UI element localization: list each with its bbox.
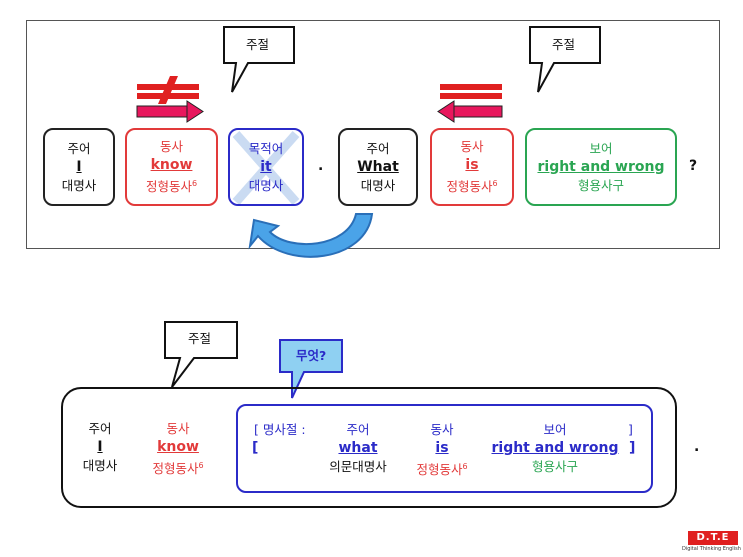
word-label: know	[157, 439, 199, 455]
box-verb-know: 동사 know 정형동사6	[125, 128, 218, 206]
role-label: 주어	[67, 140, 91, 156]
role-label: 동사	[159, 138, 183, 154]
type-label: 대명사	[61, 177, 97, 193]
box-verb-is: 동사 is 정형동사6	[430, 128, 514, 206]
sentence-frame	[61, 387, 677, 508]
word-label: is	[465, 156, 479, 173]
bars-right	[440, 84, 502, 99]
period-top: .	[318, 158, 324, 174]
type-label: 대명사	[360, 177, 396, 193]
type-label: 정형동사6	[446, 178, 498, 195]
strike-bars-left	[137, 76, 199, 104]
type-label: 대명사	[82, 458, 118, 473]
type-label: 형용사구	[531, 459, 578, 474]
role-label: 보어	[543, 422, 567, 437]
bubble-question-text: 무엇?	[296, 348, 327, 363]
curved-arrow-blue	[248, 213, 374, 258]
word-label: right and wrong	[537, 158, 665, 175]
box-complement: 보어 right and wrong 형용사구	[525, 128, 677, 206]
role-label: 동사	[430, 422, 454, 437]
word-label: what	[338, 440, 378, 456]
bubble-bottom-text: 주절	[188, 331, 212, 346]
clause-label-close: ]	[628, 422, 633, 437]
clause-label: [ 명사절 :	[254, 422, 306, 437]
dte-logo: D.T.E	[688, 531, 738, 545]
bracket-open: [	[252, 440, 259, 456]
top-panel	[26, 20, 720, 249]
bubble-right-text: 주절	[552, 37, 576, 52]
noun-clause-box	[236, 404, 653, 493]
role-label: 동사	[166, 421, 190, 436]
speech-bubble-bottom	[164, 321, 238, 388]
type-label: 정형동사6	[152, 461, 204, 477]
bracket-close: ]	[629, 440, 636, 456]
type-label: 대명사	[248, 177, 284, 193]
arrow-left-pink	[437, 100, 503, 123]
speech-bubble-question	[279, 339, 343, 399]
word-label: right and wrong	[491, 440, 619, 456]
role-label: 주어	[366, 140, 390, 156]
role-label: 목적어	[248, 140, 284, 156]
clause-verb: 동사 is 정형동사6	[404, 421, 480, 479]
speech-bubble-right	[529, 26, 601, 93]
role-label: 주어	[346, 422, 370, 437]
period-bottom: .	[694, 439, 700, 455]
bottom-verb: 동사 know 정형동사6	[140, 420, 216, 478]
type-label: 형용사구	[577, 177, 624, 193]
clause-complement: 보어 right and wrong 형용사구	[488, 421, 622, 476]
cross-mark	[232, 131, 300, 205]
box-subject-what: 주어 What 대명사	[338, 128, 418, 206]
word-label: know	[150, 156, 193, 173]
word-label: it	[260, 158, 272, 175]
logo-mark: D.T.E	[696, 532, 730, 543]
box-subject-i: 주어 I 대명사	[43, 128, 115, 206]
word-label: is	[435, 440, 449, 456]
clause-subject: 주어 what 의문대명사	[316, 421, 400, 476]
word-label: What	[357, 158, 399, 175]
type-label: 정형동사6	[416, 462, 468, 478]
type-label: 정형동사6	[145, 178, 198, 195]
type-label: 의문대명사	[329, 459, 387, 474]
role-label: 주어	[88, 421, 112, 436]
word-label: I	[97, 439, 103, 455]
logo-tagline: Digital Thinking English	[682, 546, 741, 552]
question-mark: ?	[689, 158, 698, 174]
arrow-right-pink	[136, 100, 204, 123]
box-object-it: 목적어 it 대명사	[228, 128, 304, 206]
speech-bubble-left	[223, 26, 295, 93]
role-label: 동사	[460, 138, 484, 154]
bubble-left-text: 주절	[246, 37, 270, 52]
role-label: 보어	[589, 140, 613, 156]
word-label: I	[76, 158, 82, 175]
bottom-subject: 주어 I 대명사	[78, 420, 122, 475]
